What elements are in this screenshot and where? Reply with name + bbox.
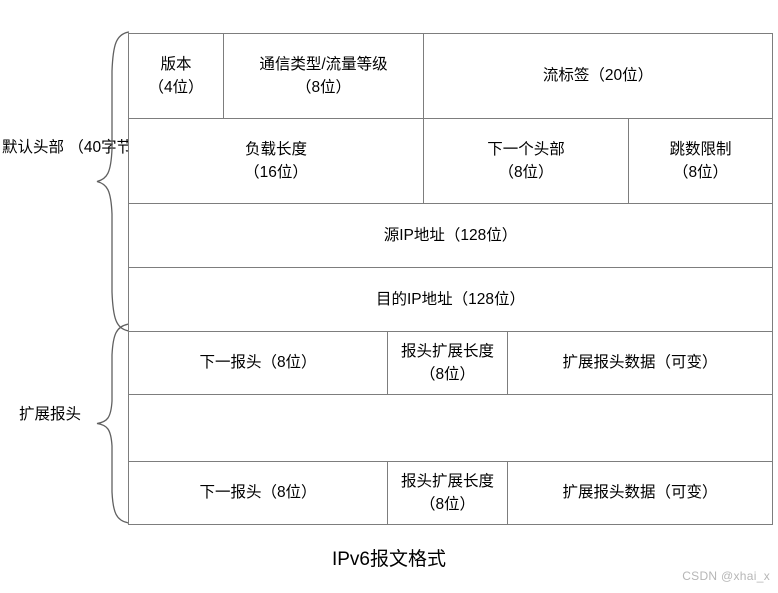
cell-source-address: 源IP地址（128位） bbox=[128, 203, 773, 268]
group-label-default-header-line1: 默认头部 bbox=[2, 139, 65, 156]
cell-next-header: 下一个头部 （8位） bbox=[423, 118, 629, 204]
packet-structure-table: 版本 （4位） 通信类型/流量等级 （8位） 流标签（20位） 负载长度 （16… bbox=[128, 33, 773, 525]
cell-version-name: 版本 bbox=[160, 55, 192, 73]
group-label-extension-header-line1: 扩展报头 bbox=[18, 406, 81, 423]
table-row-extension-blank bbox=[128, 394, 773, 462]
curly-brace-icon-extension-header bbox=[96, 323, 130, 524]
group-label-extension-header: 扩展报头 bbox=[2, 403, 98, 427]
table-row-extension-1: 下一报头（8位） 报头扩展长度（8位） 扩展报头数据（可变） bbox=[128, 331, 773, 395]
table-row-extension-2: 下一报头（8位） 报头扩展长度（8位） 扩展报头数据（可变） bbox=[128, 461, 773, 525]
cell-payload-length: 负载长度 （16位） bbox=[128, 118, 424, 204]
table-row-header-1: 版本 （4位） 通信类型/流量等级 （8位） 流标签（20位） bbox=[128, 33, 773, 119]
cell-next-header-name: 下一个头部 bbox=[487, 140, 565, 158]
cell-ext-blank bbox=[128, 394, 773, 462]
group-label-default-header: 默认头部 （40字节） bbox=[2, 136, 148, 160]
table-row-destination-address: 目的IP地址（128位） bbox=[128, 267, 773, 332]
cell-ext1-header-ext-length: 报头扩展长度（8位） bbox=[387, 331, 508, 395]
cell-ext1-next-header: 下一报头（8位） bbox=[128, 331, 388, 395]
curly-brace-icon-default-header bbox=[96, 31, 130, 332]
cell-hop-limit-bits: （8位） bbox=[672, 164, 729, 181]
table-row-header-2: 负载长度 （16位） 下一个头部 （8位） 跳数限制 （8位） bbox=[128, 118, 773, 204]
cell-ext2-next-header: 下一报头（8位） bbox=[128, 461, 388, 525]
cell-flow-label: 流标签（20位） bbox=[423, 33, 773, 119]
cell-ext2-ext-header-data: 扩展报头数据（可变） bbox=[507, 461, 773, 525]
cell-destination-address: 目的IP地址（128位） bbox=[128, 267, 773, 332]
group-label-default-header-line2: （40字节） bbox=[68, 139, 148, 156]
cell-version-bits: （4位） bbox=[148, 79, 204, 96]
cell-ext1-ext-header-data: 扩展报头数据（可变） bbox=[507, 331, 773, 395]
cell-ext2-header-ext-length: 报头扩展长度（8位） bbox=[387, 461, 508, 525]
table-row-source-address: 源IP地址（128位） bbox=[128, 203, 773, 268]
cell-flow-label-name: 流标签（20位） bbox=[542, 67, 654, 85]
cell-hop-limit-name: 跳数限制 bbox=[669, 140, 732, 158]
cell-payload-length-name: 负载长度 bbox=[244, 140, 307, 158]
cell-traffic-class: 通信类型/流量等级 （8位） bbox=[223, 33, 424, 119]
cell-traffic-class-name: 通信类型/流量等级 bbox=[259, 55, 388, 73]
cell-version: 版本 （4位） bbox=[128, 33, 224, 119]
cell-traffic-class-bits: （8位） bbox=[295, 79, 352, 96]
figure-caption: IPv6报文格式 bbox=[331, 549, 447, 570]
cell-next-header-bits: （8位） bbox=[498, 164, 554, 181]
cell-payload-length-bits: （16位） bbox=[244, 164, 308, 181]
cell-hop-limit: 跳数限制 （8位） bbox=[628, 118, 773, 204]
watermark-text: CSDN @xhai_x bbox=[682, 569, 770, 583]
